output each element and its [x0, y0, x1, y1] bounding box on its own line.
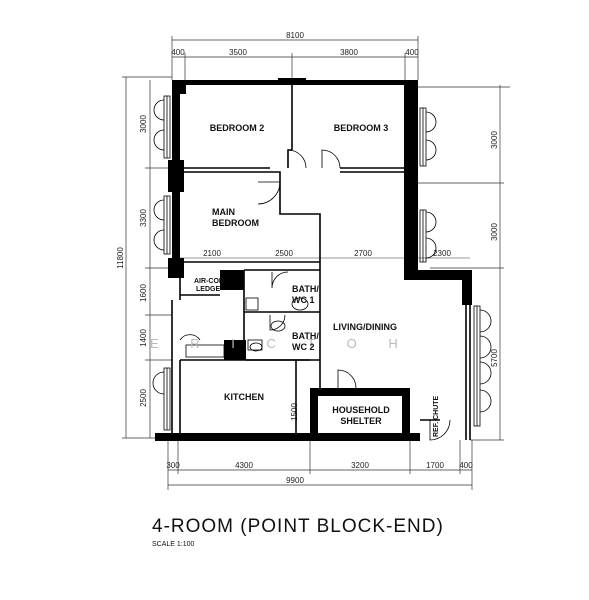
dim-left-total: 11800 — [116, 247, 125, 269]
label-bedroom-3: BEDROOM 3 — [334, 123, 389, 133]
dim-left-2500: 2500 — [139, 389, 148, 407]
dim-left-3000: 3000 — [139, 115, 148, 133]
dim-top-3500: 3500 — [229, 48, 247, 57]
dim-top-400-left: 400 — [171, 48, 185, 57]
dim-top-400-right: 400 — [405, 48, 419, 57]
label-refuse-chute: REF. CHUTE — [433, 395, 440, 437]
label-bath-2a: BATH/ — [292, 331, 319, 341]
partitions — [171, 85, 471, 440]
bottom-dimensions — [167, 440, 473, 490]
dim-right-3000b: 3000 — [490, 223, 499, 241]
top-dimensions — [171, 36, 419, 80]
dim-mid-2300: 2300 — [433, 249, 451, 258]
dim-right-5700: 5700 — [490, 349, 499, 367]
left-dimensions — [122, 76, 172, 439]
dim-mid-2700: 2700 — [354, 249, 372, 258]
dim-mid-2500: 2500 — [275, 249, 293, 258]
label-main-bedroom-1: MAIN — [212, 207, 235, 217]
dim-mid-2100: 2100 — [203, 249, 221, 258]
fixtures — [185, 297, 309, 358]
walls — [155, 78, 472, 441]
dim-bottom-400: 400 — [459, 461, 473, 470]
dim-top-3800: 3800 — [340, 48, 358, 57]
right-dimensions — [418, 85, 510, 441]
watermark-text: E R I C T O H — [150, 336, 412, 351]
label-aircon-2: LEDGE — [196, 286, 220, 293]
dim-bottom-4300: 4300 — [235, 461, 253, 470]
plan-scale: SCALE 1:100 — [152, 541, 195, 548]
dim-kitchen-1500: 1500 — [290, 403, 299, 421]
doors — [179, 149, 451, 441]
dim-left-3300: 3300 — [139, 209, 148, 227]
dim-right-3000: 3000 — [490, 131, 499, 149]
label-main-bedroom-2: BEDROOM — [212, 218, 259, 228]
dim-bottom-300: 300 — [166, 461, 180, 470]
label-shelter-2: SHELTER — [340, 416, 382, 426]
dim-bottom-1700: 1700 — [426, 461, 444, 470]
dim-bottom-3200: 3200 — [351, 461, 369, 470]
dim-bottom-total: 9900 — [286, 476, 304, 485]
label-kitchen: KITCHEN — [224, 392, 264, 402]
dim-left-1400: 1400 — [139, 329, 148, 347]
plan-title: 4-ROOM (POINT BLOCK-END) — [152, 516, 444, 537]
label-shelter-1: HOUSEHOLD — [332, 405, 390, 415]
windows — [152, 95, 492, 431]
dim-top-total: 8100 — [286, 31, 304, 40]
label-bath-2b: WC 2 — [292, 342, 315, 352]
label-aircon-1: AIR-CON — [194, 278, 224, 285]
label-bedroom-2: BEDROOM 2 — [210, 123, 265, 133]
label-bath-1b: WC 1 — [292, 295, 315, 305]
label-bath-1a: BATH/ — [292, 284, 319, 294]
dim-left-1600: 1600 — [139, 284, 148, 302]
label-living-dining: LIVING/DINING — [333, 322, 397, 332]
